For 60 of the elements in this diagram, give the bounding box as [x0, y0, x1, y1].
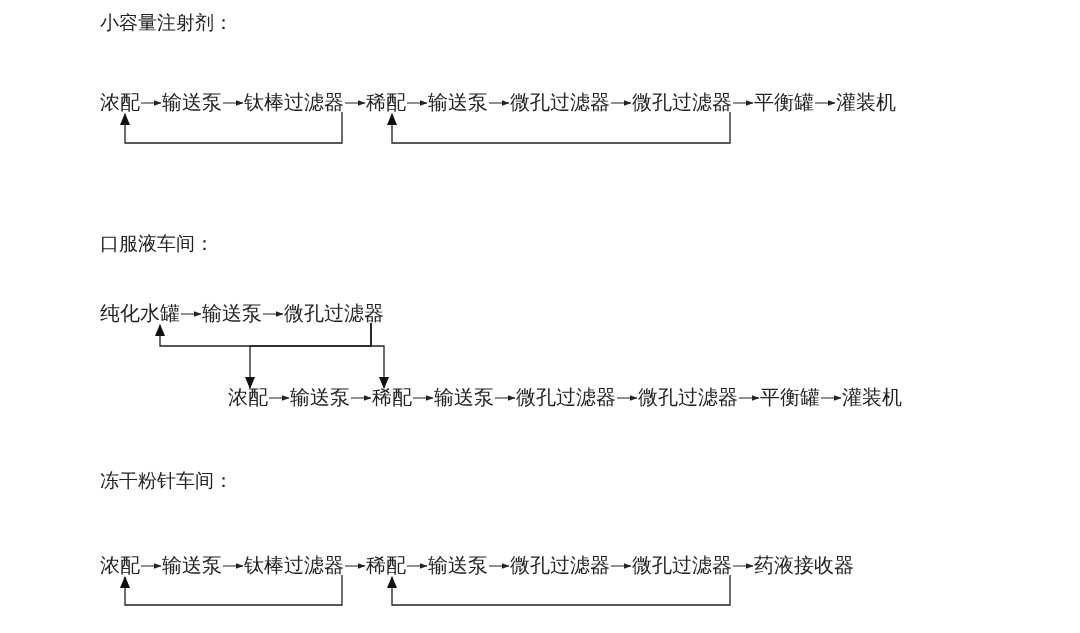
arrow: [412, 395, 434, 401]
step-label: 浓配: [100, 554, 140, 576]
arrow: [222, 100, 244, 106]
return-line: [387, 574, 731, 606]
step-label: 输送泵: [202, 302, 262, 324]
step-label: 稀配: [366, 91, 406, 113]
step-label: 钛棒过滤器: [244, 554, 344, 576]
arrow: [488, 100, 510, 106]
step-label: 稀配: [366, 554, 406, 576]
step-label: 灌装机: [836, 91, 896, 113]
arrow: [820, 395, 842, 401]
step-label: 钛棒过滤器: [244, 91, 344, 113]
step-label: 浓配: [228, 386, 268, 408]
arrow: [814, 100, 836, 106]
arrow: [262, 311, 284, 317]
section-heading: 口服液车间：: [100, 232, 214, 254]
return-line: [120, 111, 343, 144]
step-label: 微孔过滤器: [638, 386, 738, 408]
return-line: [387, 111, 731, 144]
step-label: 微孔过滤器: [632, 554, 732, 576]
step-label: 平衡罐: [754, 91, 814, 113]
arrow: [738, 395, 760, 401]
section-heading: 冻干粉针车间：: [100, 469, 233, 491]
arrow: [406, 563, 428, 569]
step-label: 灌装机: [842, 386, 902, 408]
arrow: [610, 100, 632, 106]
step-label: 微孔过滤器: [284, 302, 384, 324]
step-label: 输送泵: [162, 554, 222, 576]
section-heading: 小容量注射剂：: [100, 11, 233, 33]
arrow: [222, 563, 244, 569]
step-label: 稀配: [372, 386, 412, 408]
arrow: [488, 563, 510, 569]
arrow: [732, 563, 754, 569]
step-label: 输送泵: [434, 386, 494, 408]
step-label: 浓配: [100, 91, 140, 113]
arrow: [268, 395, 290, 401]
return-line: [370, 322, 389, 389]
arrow: [140, 563, 162, 569]
arrow: [140, 100, 162, 106]
step-label: 微孔过滤器: [510, 91, 610, 113]
step-label: 微孔过滤器: [516, 386, 616, 408]
arrow: [344, 563, 366, 569]
return-line: [120, 574, 343, 606]
arrow: [610, 563, 632, 569]
step-label: 微孔过滤器: [510, 554, 610, 576]
step-label: 纯化水罐: [100, 302, 180, 324]
arrow: [406, 100, 428, 106]
step-label: 药液接收器: [754, 554, 854, 576]
step-label: 微孔过滤器: [632, 91, 732, 113]
step-label: 输送泵: [428, 554, 488, 576]
step-label: 输送泵: [290, 386, 350, 408]
step-label: 输送泵: [162, 91, 222, 113]
arrow: [732, 100, 754, 106]
arrow: [616, 395, 638, 401]
arrow: [344, 100, 366, 106]
arrow: [494, 395, 516, 401]
arrow: [350, 395, 372, 401]
arrow: [180, 311, 202, 317]
step-label: 输送泵: [428, 91, 488, 113]
step-label: 平衡罐: [760, 386, 820, 408]
